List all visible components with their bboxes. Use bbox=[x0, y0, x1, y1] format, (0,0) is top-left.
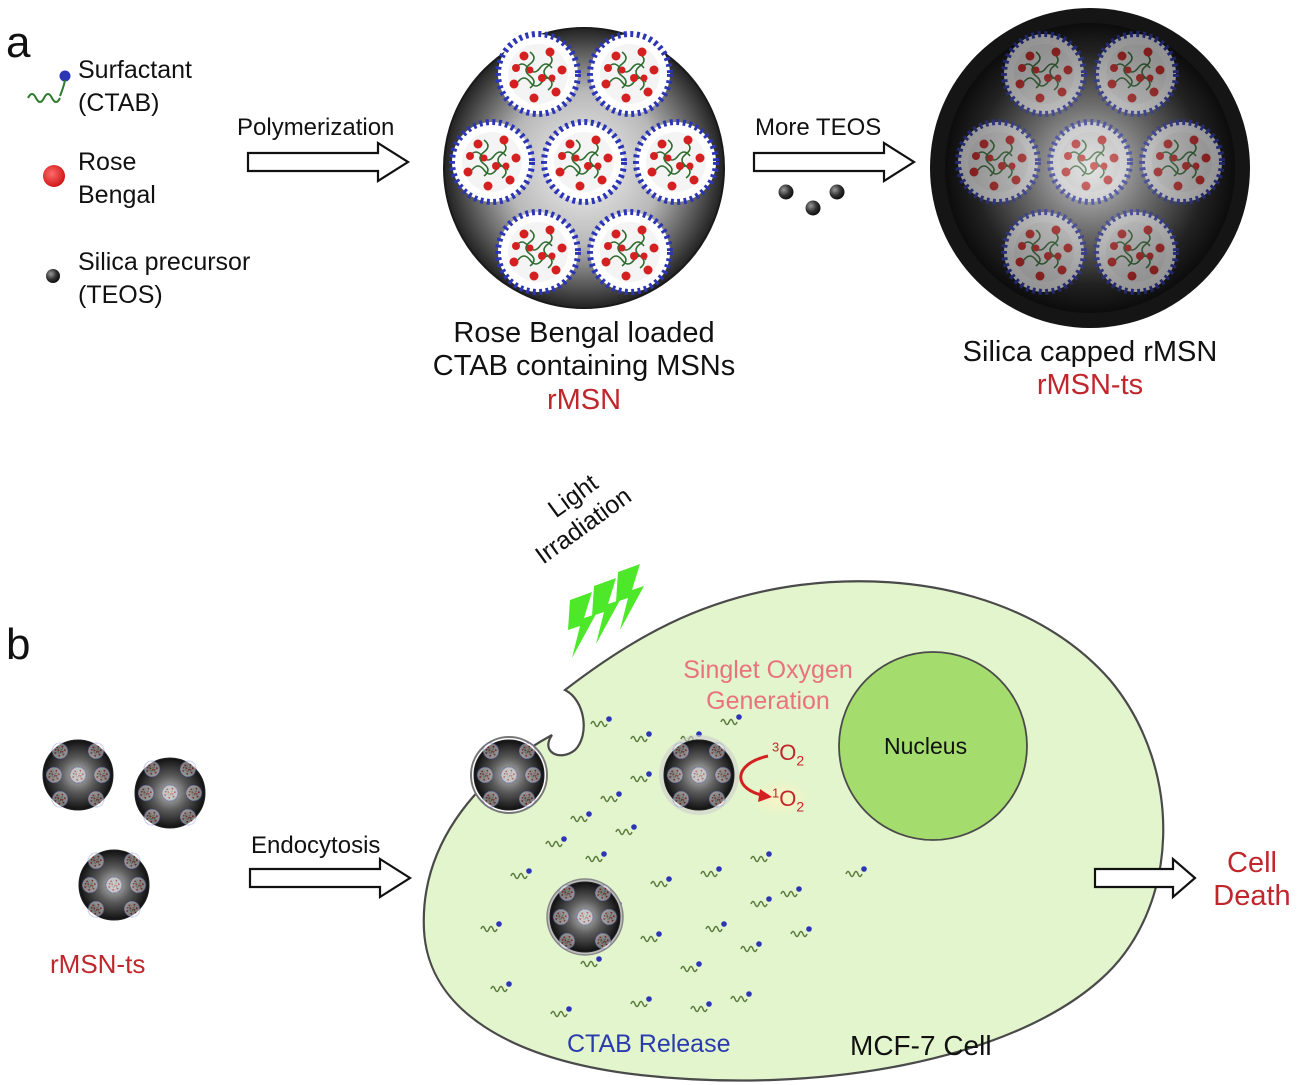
oxygen-conversion-arrow bbox=[739, 754, 810, 816]
surfactant-icon bbox=[27, 70, 71, 103]
triplet-base: O bbox=[779, 740, 797, 765]
rmsn-ts-particle bbox=[930, 8, 1250, 328]
singlet-label-line1: Singlet Oxygen bbox=[683, 656, 853, 684]
free-particle-2 bbox=[135, 758, 205, 828]
rmsn-caption-line1: Rose Bengal loaded bbox=[453, 317, 715, 349]
free-particle-1 bbox=[43, 740, 113, 810]
membrane-particle bbox=[470, 736, 548, 814]
cell-death-label: Cell Death bbox=[1206, 847, 1298, 914]
singlet-label-line2: Generation bbox=[706, 687, 830, 716]
silica-precursor-icon bbox=[46, 269, 60, 283]
internalized-particle bbox=[659, 735, 739, 815]
rmsn-name: rMSN bbox=[546, 383, 622, 416]
rmsn-caption-line2: CTAB containing MSNs bbox=[432, 350, 736, 383]
legend-silica: Silica precursor (TEOS) bbox=[78, 246, 250, 311]
cell-death-line1: Cell bbox=[1227, 847, 1277, 879]
singlet-sub: 2 bbox=[796, 798, 805, 815]
rmsn-ts-particles-label: rMSN-ts bbox=[50, 949, 146, 979]
triplet-sup: 3 bbox=[772, 739, 780, 755]
endosome-particle bbox=[546, 878, 624, 956]
nucleus bbox=[838, 651, 1028, 841]
legend-silica-line1: Silica precursor bbox=[78, 248, 251, 276]
rmsn-ts-name: rMSN-ts bbox=[1036, 369, 1144, 402]
endocytosis-arrow bbox=[248, 857, 412, 899]
triplet-oxygen-label: 3O2 bbox=[772, 739, 805, 769]
singlet-sup: 1 bbox=[772, 785, 780, 801]
free-particle-3 bbox=[79, 850, 149, 920]
rmsn-ts-caption: Silica capped rMSN rMSN-ts bbox=[920, 336, 1260, 403]
more-teos-label: More TEOS bbox=[755, 114, 882, 141]
rmsn-particle bbox=[443, 27, 725, 309]
cell-death-line2: Death bbox=[1213, 880, 1291, 913]
singlet-oxygen-formula: 1O2 bbox=[772, 785, 805, 815]
singlet-base: O bbox=[779, 786, 797, 811]
nucleus-label: Nucleus bbox=[884, 733, 968, 759]
triplet-sub: 2 bbox=[796, 752, 805, 769]
rose-bengal-icon bbox=[43, 165, 65, 187]
legend-surfactant-line2: (CTAB) bbox=[78, 88, 160, 117]
legend-rose-bengal-line1: Rose bbox=[78, 148, 137, 176]
cell-death-arrow bbox=[1093, 856, 1197, 900]
legend-rose-bengal: Rose Bengal bbox=[78, 146, 156, 211]
more-teos-arrow bbox=[752, 141, 916, 183]
legend-silica-line2: (TEOS) bbox=[78, 280, 163, 309]
ctab-release-label: CTAB Release bbox=[567, 1030, 731, 1058]
polymerization-arrow bbox=[246, 141, 410, 183]
panel-a-label: a bbox=[6, 18, 31, 67]
cell-name-label: MCF-7 Cell bbox=[850, 1030, 992, 1061]
legend-rose-bengal-line2: Bengal bbox=[78, 180, 156, 209]
panel-b-label: b bbox=[6, 620, 31, 669]
legend-surfactant: Surfactant (CTAB) bbox=[78, 54, 192, 119]
polymerization-label: Polymerization bbox=[237, 114, 395, 141]
teos-dots bbox=[778, 184, 845, 216]
singlet-oxygen-label: Singlet Oxygen Generation bbox=[668, 655, 868, 718]
rmsn-caption: Rose Bengal loaded CTAB containing MSNs … bbox=[404, 317, 764, 417]
legend-surfactant-line1: Surfactant bbox=[78, 56, 192, 84]
endocytosis-label: Endocytosis bbox=[251, 832, 381, 859]
rmsn-ts-caption-line1: Silica capped rMSN bbox=[962, 336, 1218, 368]
